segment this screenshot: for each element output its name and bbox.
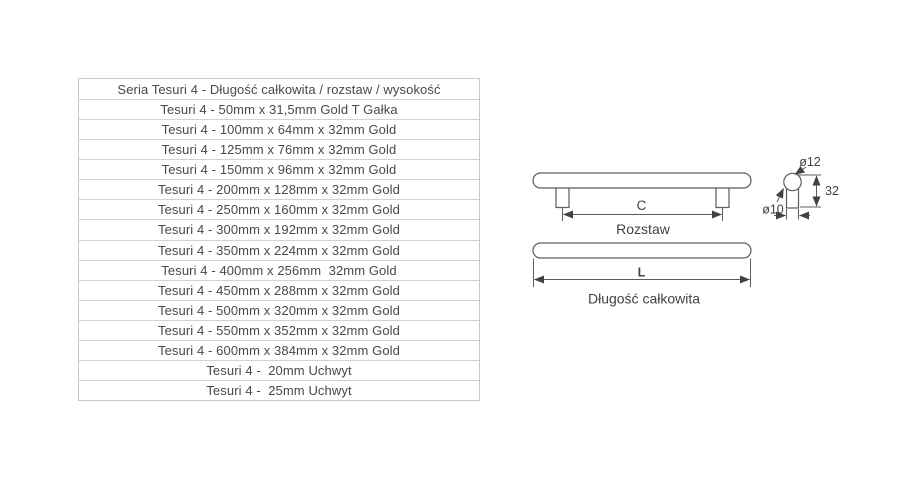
table-row: Tesuri 4 - 300mm x 192mm x 32mm Gold (79, 219, 479, 239)
length-label: Długość całkowita (588, 291, 700, 307)
table-row: Tesuri 4 - 25mm Uchwyt (79, 379, 479, 400)
product-size-table: Seria Tesuri 4 - Długość całkowita / roz… (78, 78, 480, 401)
knob-diameter-leader (794, 165, 807, 175)
table-row: Tesuri 4 - 550mm x 352mm x 32mm Gold (79, 319, 479, 340)
table-row: Tesuri 4 - 125mm x 76mm x 32mm Gold (79, 139, 479, 159)
table-row: Tesuri 4 - 450mm x 288mm x 32mm Gold (79, 279, 479, 300)
table-row: Tesuri 4 - 200mm x 128mm x 32mm Gold (79, 179, 479, 199)
table-row: Tesuri 4 - 400mm x 256mm 32mm Gold (79, 259, 479, 280)
length-symbol: L (638, 266, 646, 280)
table-header-row: Seria Tesuri 4 - Długość całkowita / roz… (117, 81, 441, 97)
table-row: Tesuri 4 - 350mm x 224mm x 32mm Gold (79, 239, 479, 260)
table-row: Tesuri 4 - 50mm x 31,5mm Gold T Gałka (79, 99, 479, 119)
table-row: Tesuri 4 - 150mm x 96mm x 32mm Gold (79, 159, 479, 179)
height-value: 32 (825, 184, 839, 198)
handle-right-post (715, 185, 730, 209)
side-view-knob (783, 172, 802, 192)
handle-bar-top-view (532, 172, 752, 189)
spacing-label: Rozstaw (616, 221, 671, 237)
knob-diameter-label: ø12 (799, 155, 821, 169)
handle-left-post (555, 185, 570, 209)
table-row: Tesuri 4 - 250mm x 160mm x 32mm Gold (79, 199, 479, 219)
handle-bar-length-view (532, 242, 752, 259)
spacing-symbol: C (637, 198, 647, 213)
table-row: Tesuri 4 - 500mm x 320mm x 32mm Gold (79, 299, 479, 320)
table-row: Tesuri 4 - 100mm x 64mm x 32mm Gold (79, 119, 479, 139)
table-row: Tesuri 4 - 600mm x 384mm x 32mm Gold (79, 339, 479, 360)
post-diameter-leader (775, 188, 784, 203)
post-diameter-label: ø10 (762, 203, 784, 217)
table-row: Tesuri 4 - 20mm Uchwyt (79, 359, 479, 380)
